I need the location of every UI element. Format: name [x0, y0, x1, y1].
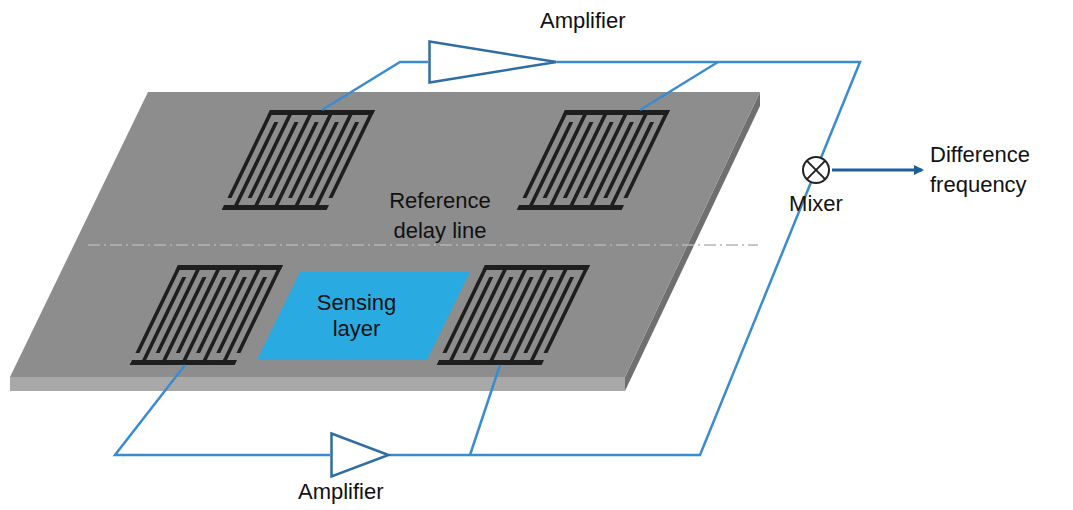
amplifier-symbol-outline — [330, 432, 390, 478]
wire — [470, 365, 500, 455]
idt-finger — [623, 110, 670, 198]
mixer-symbol-outline — [801, 155, 831, 185]
bus-bar — [268, 110, 375, 115]
sensing-layer: Sensing layer — [257, 272, 470, 360]
idt-finger — [528, 277, 575, 365]
amplifier-symbol: Amplifier — [428, 40, 558, 84]
wire — [322, 62, 428, 110]
idt-finger — [523, 265, 570, 353]
output-arrow — [832, 169, 922, 172]
wire — [640, 62, 718, 110]
idt-finger — [608, 122, 655, 210]
idt-finger — [216, 265, 263, 353]
wires — [115, 62, 718, 455]
idt-group — [130, 110, 670, 365]
substrate-top — [10, 92, 760, 377]
bus-bar — [483, 265, 590, 270]
delay-line-label: Reference delay line — [380, 186, 500, 246]
idt-finger — [543, 265, 590, 353]
substrate-front — [10, 377, 625, 391]
bus-bar — [176, 265, 283, 270]
node-label: Mixer — [789, 191, 843, 217]
idt-finger — [308, 110, 355, 198]
amplifier-symbol-outline — [428, 40, 558, 84]
bus-bar — [563, 110, 670, 115]
output-label: Difference frequency — [930, 140, 1070, 200]
node-label: Amplifier — [298, 479, 384, 505]
mixer-symbol: Mixer — [801, 155, 831, 185]
idt-finger — [221, 277, 268, 365]
idt-electrode — [222, 110, 375, 210]
amplifier-triangle — [430, 42, 557, 83]
wire — [115, 365, 330, 455]
idt-electrode — [130, 265, 283, 365]
idt-finger — [603, 110, 650, 198]
amplifier-triangle — [332, 434, 389, 477]
center-line — [88, 244, 758, 246]
idt-finger — [313, 122, 360, 210]
mixer-circle — [803, 157, 829, 183]
node-label: Amplifier — [540, 8, 626, 34]
idt-electrode — [517, 110, 670, 210]
mixer-cross — [807, 161, 825, 179]
mixer-cross — [807, 161, 825, 179]
idt-finger — [328, 110, 375, 198]
amplifier-symbol: Amplifier — [330, 432, 390, 478]
sensing-film — [257, 272, 470, 360]
node-label: Sensing layer — [307, 290, 407, 342]
signal-wire — [557, 62, 860, 158]
